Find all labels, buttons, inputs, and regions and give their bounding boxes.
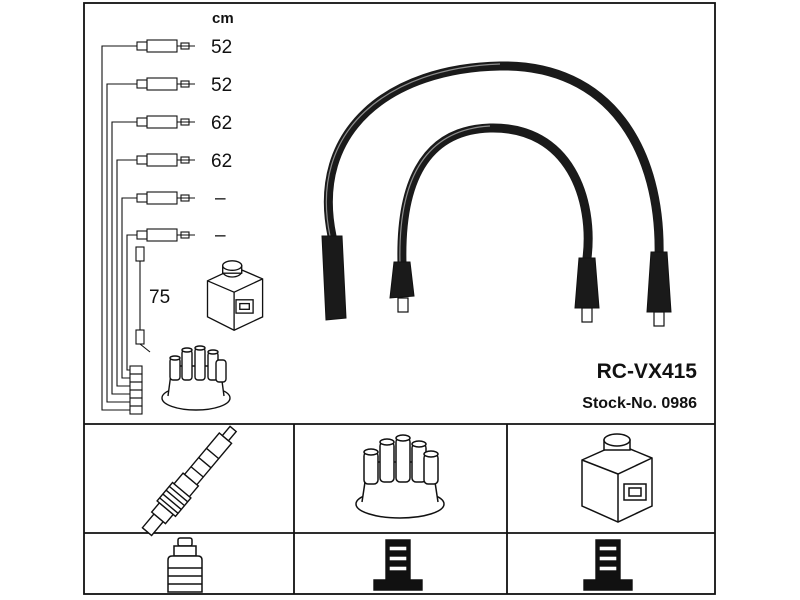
distributor-cap-icon — [161, 345, 231, 411]
ignition-cables-drawing — [321, 61, 672, 327]
boot-4 — [646, 251, 672, 313]
distributor-cap-large-icon — [355, 434, 445, 519]
ignition-coil-large-icon — [581, 433, 653, 523]
ignition-coil-icon — [206, 260, 264, 331]
wire-terminals — [136, 39, 195, 242]
boot-3 — [574, 257, 600, 309]
boot-1 — [321, 235, 347, 321]
boot-2 — [389, 261, 415, 299]
wire-length-4: 62 — [211, 151, 232, 172]
wire-set-schematic — [101, 39, 195, 415]
unit-label: cm — [212, 10, 234, 27]
coil-terminal-icon — [583, 539, 633, 591]
model-number: RC-VX415 — [597, 360, 698, 383]
coil-wire-length: 75 — [149, 287, 170, 308]
wire-length-6: – — [215, 225, 226, 246]
wire-length-1: 52 — [211, 37, 232, 58]
plug-terminal-icon — [167, 537, 203, 593]
spark-plug-icon — [141, 425, 238, 537]
wire-length-2: 52 — [211, 75, 232, 96]
stock-number: Stock-No. 0986 — [582, 395, 697, 412]
coil-wire — [135, 246, 151, 353]
cap-terminal-icon — [373, 539, 423, 591]
wire-length-3: 62 — [211, 113, 232, 134]
cap-end-terminals — [129, 365, 143, 415]
wire-length-5: – — [215, 188, 226, 209]
frame — [83, 2, 716, 595]
